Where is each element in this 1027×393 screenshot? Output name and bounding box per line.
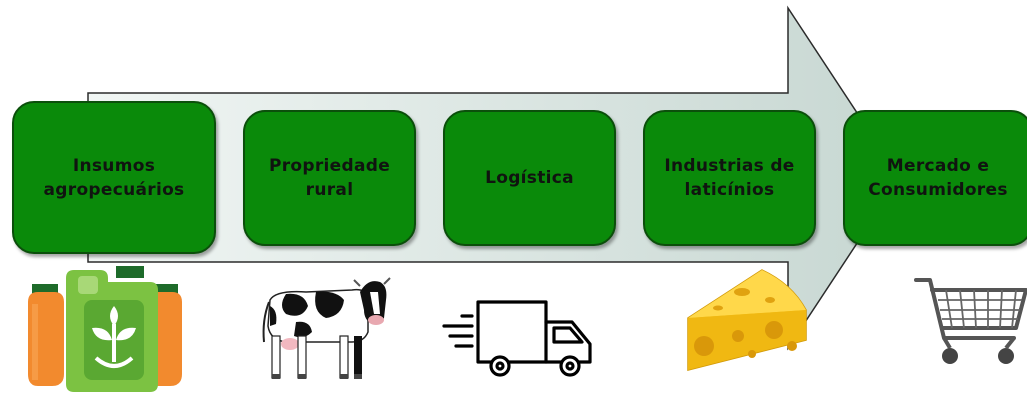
stage-label: Industrias de laticínios bbox=[664, 156, 795, 200]
stage-label: Insumos agropecuários bbox=[43, 155, 185, 200]
stage-propriedade-rural: Propriedade rural bbox=[243, 110, 416, 246]
agro-inputs-icon bbox=[28, 266, 182, 392]
stage-label: Mercado e Consumidores bbox=[868, 156, 1008, 200]
stage-label: Propriedade rural bbox=[268, 156, 391, 200]
stage-industrias-de-laticinios: Industrias de laticínios bbox=[643, 110, 816, 246]
stage-mercado-e-consumidores: Mercado e Consumidores bbox=[843, 110, 1027, 246]
stage-label: Logística bbox=[485, 168, 574, 188]
truck-icon bbox=[442, 300, 592, 377]
stage-logistica: Logística bbox=[443, 110, 616, 246]
stage-insumos-agropecuarios: Insumos agropecuários bbox=[12, 101, 216, 254]
cow-icon bbox=[262, 277, 391, 379]
shopping-cart-icon bbox=[914, 278, 1027, 364]
cheese-icon bbox=[687, 269, 807, 371]
